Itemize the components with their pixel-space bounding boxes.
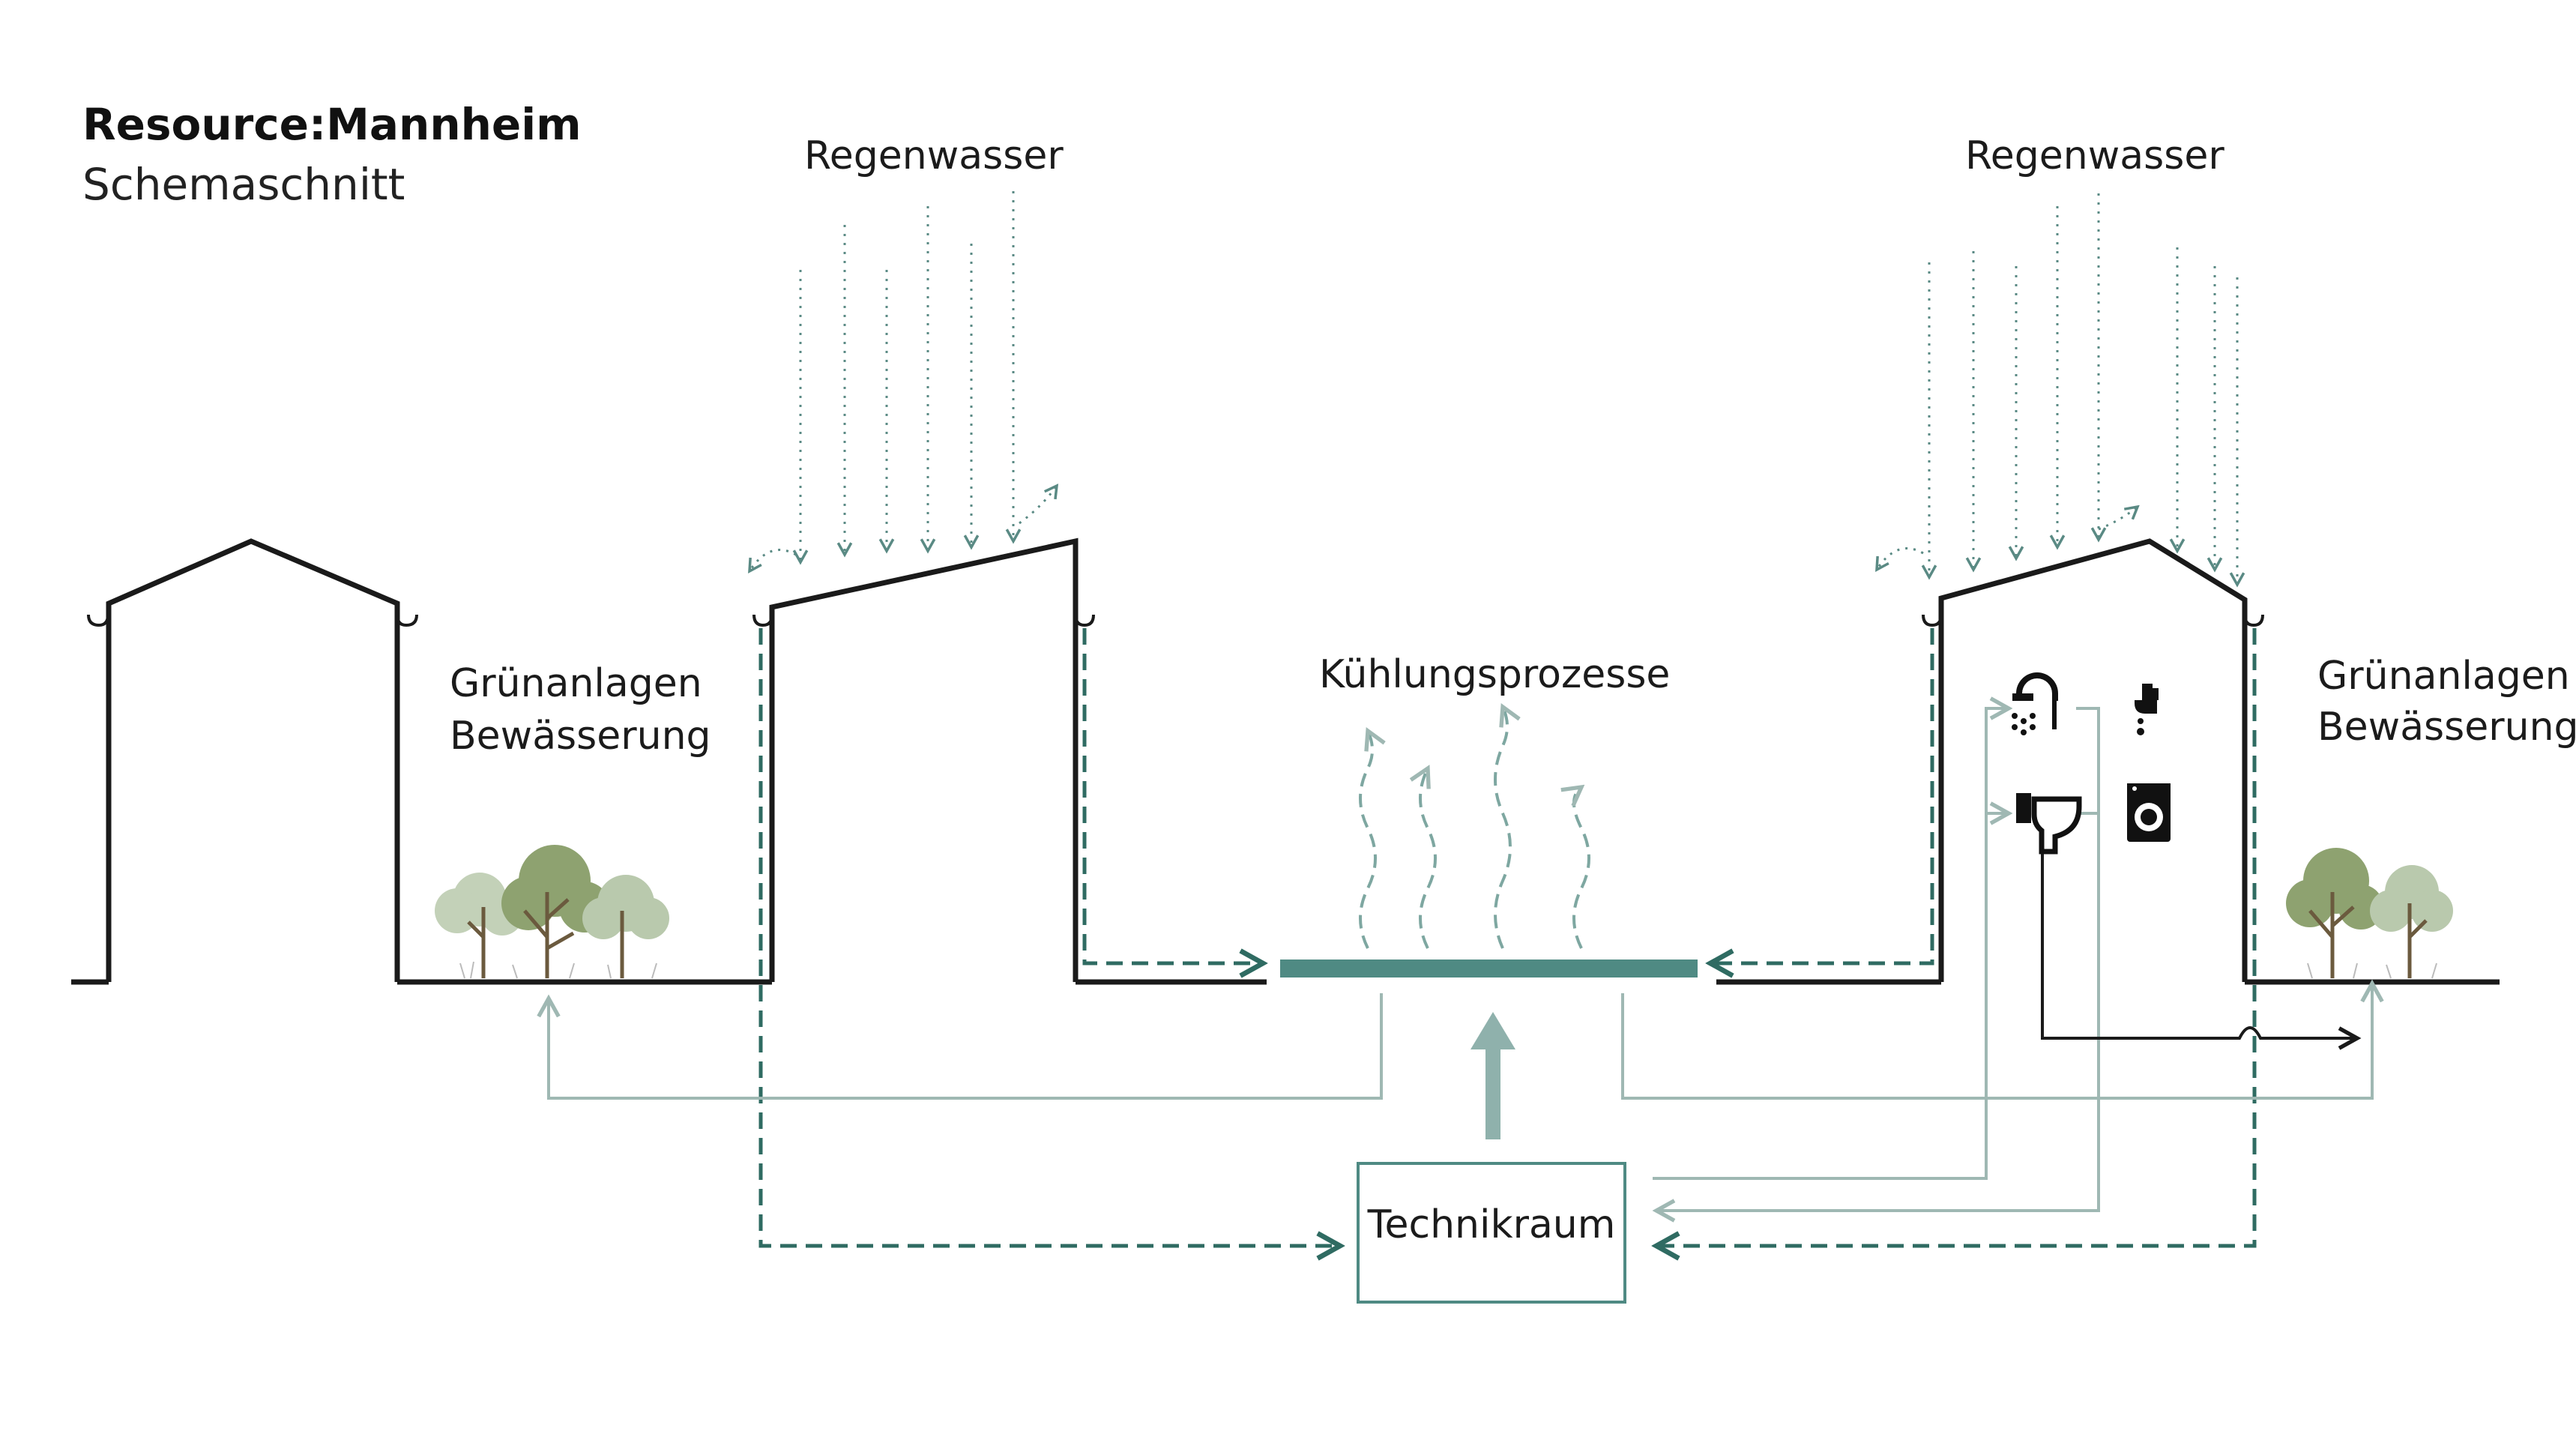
label-green-right-line1: Grünanlagen — [2317, 654, 2570, 699]
rain-arrows-left — [800, 191, 1013, 562]
faucet-icon — [2135, 684, 2159, 735]
label-cooling: Kühlungsprozesse — [1319, 652, 1671, 697]
rain-splash-right — [1877, 507, 2138, 570]
gutters — [87, 614, 2264, 627]
building-middle — [769, 537, 1079, 982]
tree-icon — [435, 845, 669, 979]
building-left — [106, 538, 400, 982]
page-subtitle: Schemaschnitt — [82, 159, 405, 210]
page-title: Resource:Mannheim — [82, 99, 582, 150]
technikraum-box — [1357, 1162, 1626, 1304]
tree-icon — [2286, 848, 2453, 979]
label-rainwater-right: Regenwasser — [1965, 133, 2224, 178]
label-green-right-line2: Bewässerung — [2317, 705, 2576, 750]
wastewater-line — [2041, 843, 2357, 1038]
pump-up-arrow — [1471, 1012, 1515, 1139]
toilet-icon — [2016, 793, 2082, 855]
label-technikraum: Technikraum — [1367, 1202, 1616, 1247]
irrigation-lines — [549, 708, 2372, 1211]
cooling-wave-icon — [1359, 707, 1590, 949]
label-green-left-line1: Grünanlagen — [450, 661, 702, 706]
rainwater-flow-lines — [758, 628, 2257, 1246]
building-right — [1938, 538, 2248, 982]
rain-splash-left — [749, 486, 1057, 571]
shower-icon — [2012, 672, 2058, 735]
washing-machine-icon — [2127, 783, 2171, 842]
label-rainwater-left: Regenwasser — [804, 133, 1064, 178]
label-green-left-line2: Bewässerung — [450, 714, 711, 759]
cooling-basin — [1280, 960, 1698, 977]
rain-arrows-right — [1929, 193, 2237, 585]
